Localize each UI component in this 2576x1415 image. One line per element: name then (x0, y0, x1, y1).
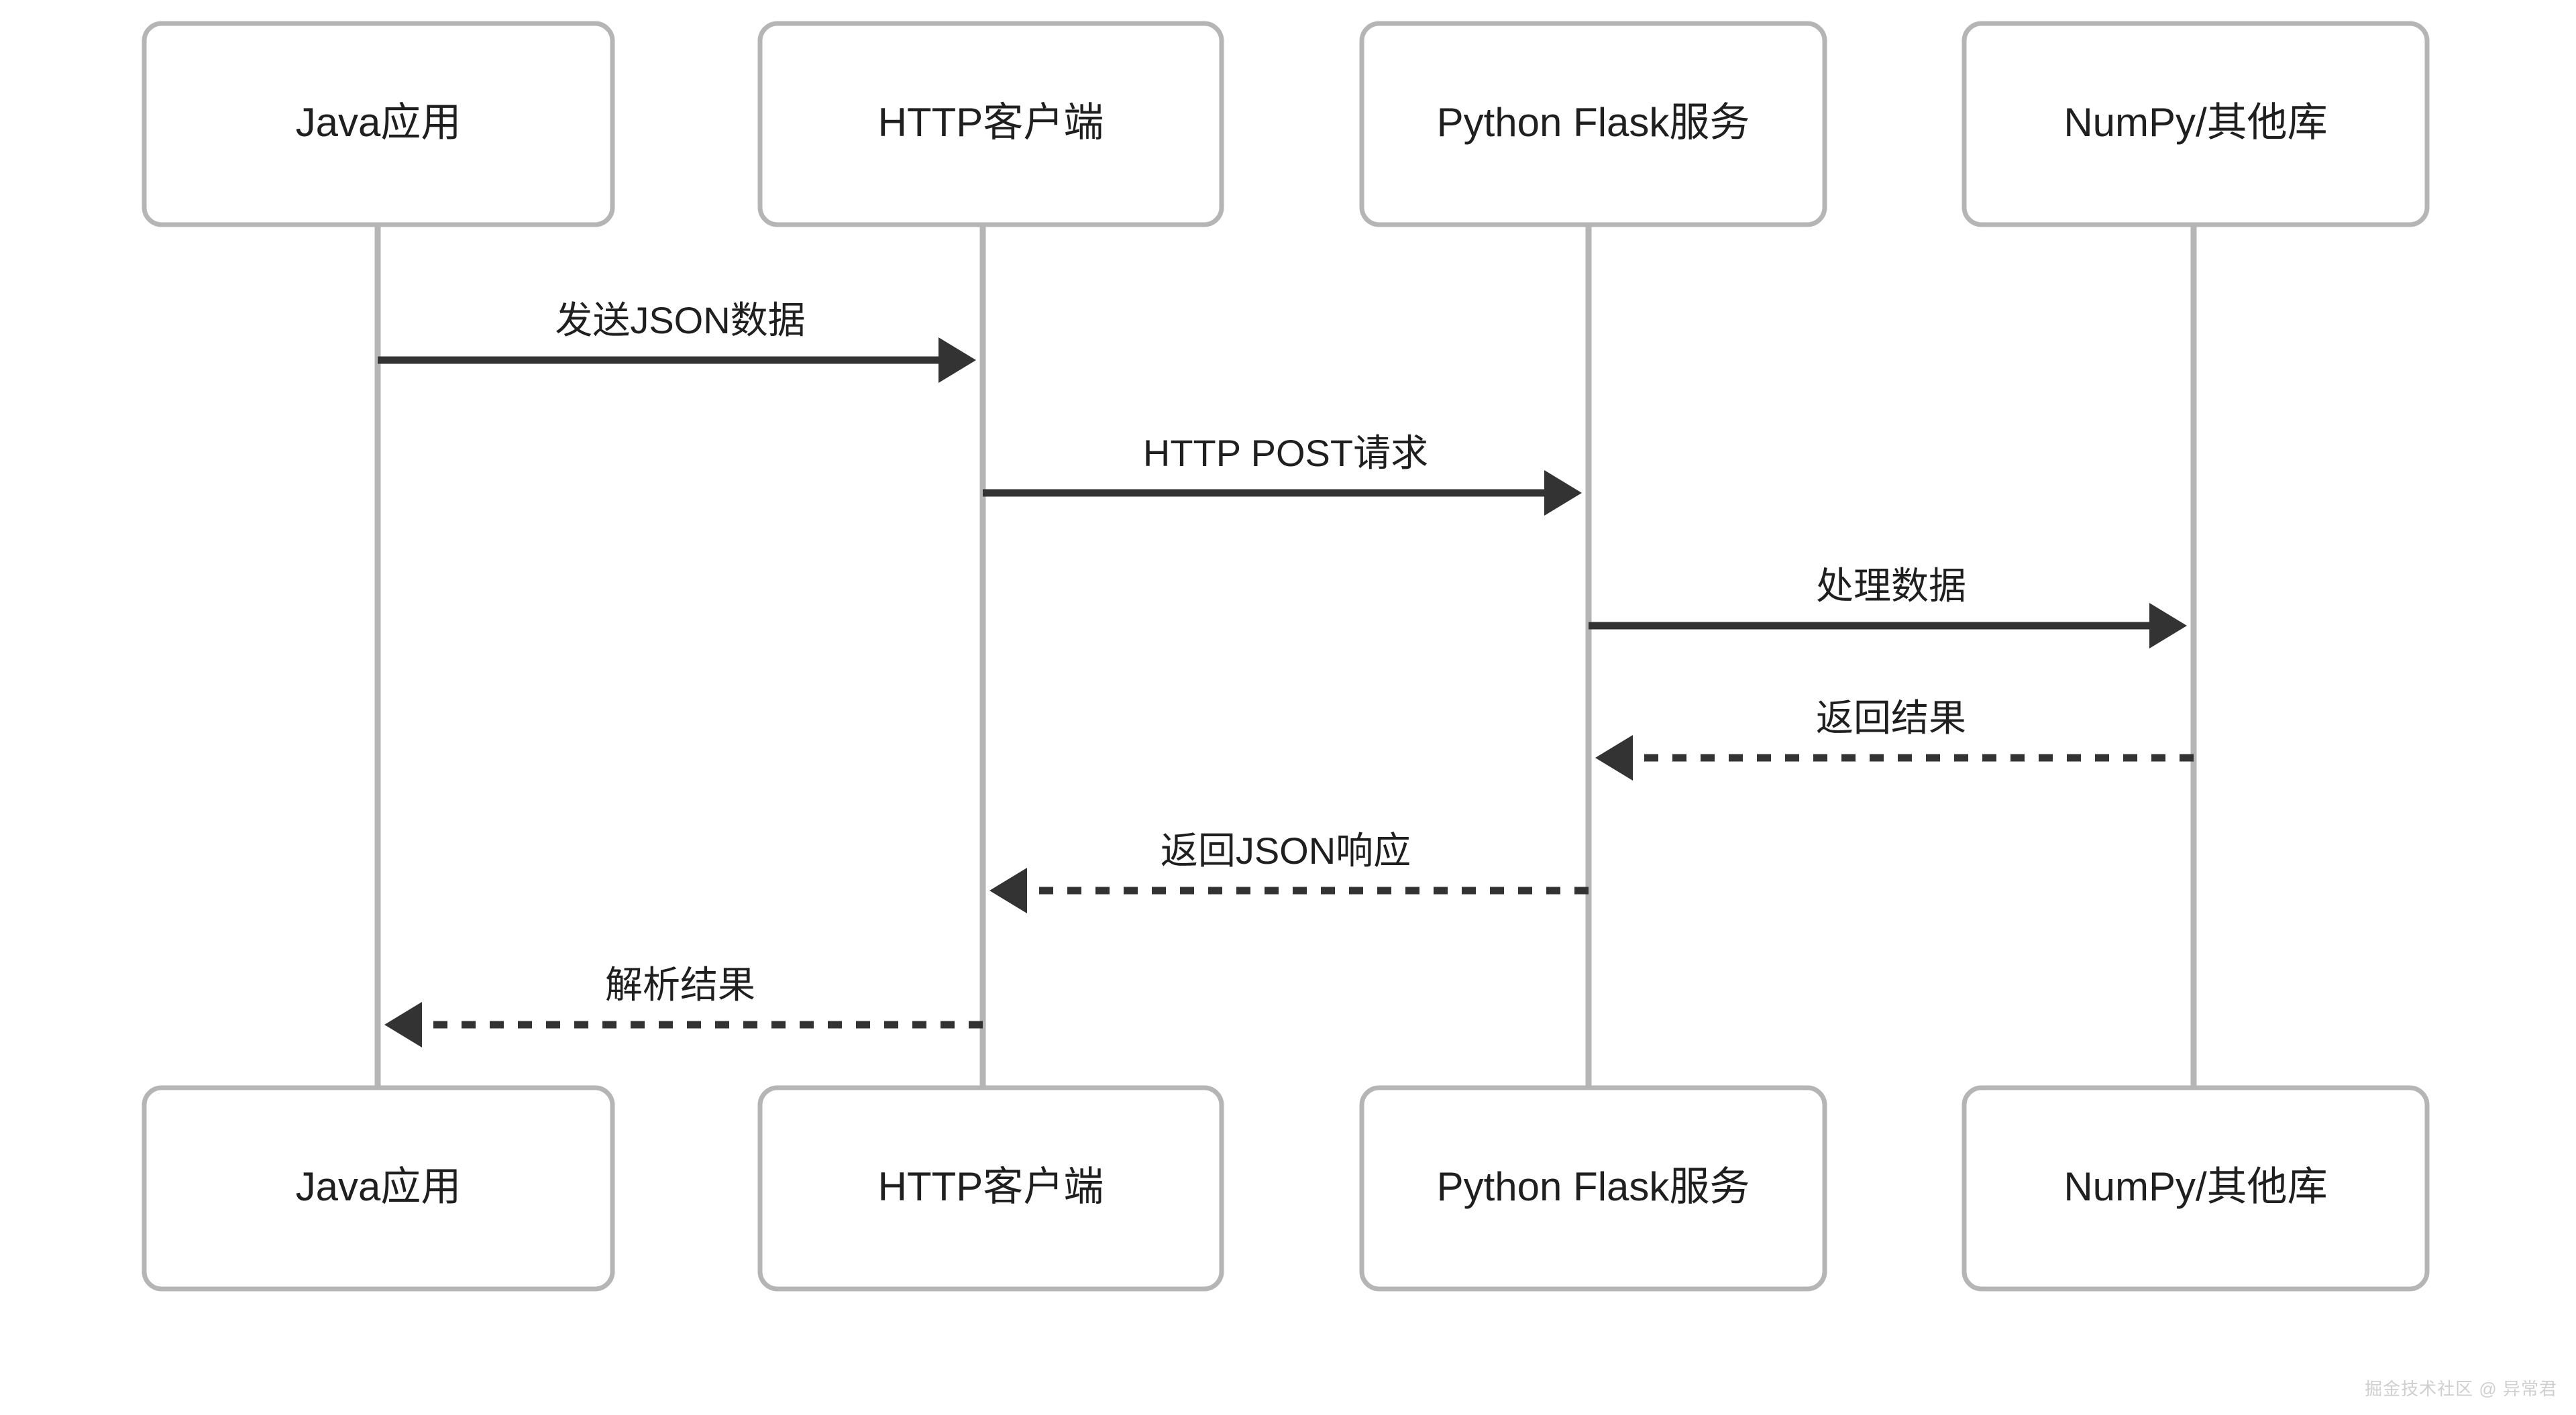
message-arrowhead-6 (384, 1002, 422, 1048)
participant-label-top-http: HTTP客户端 (878, 100, 1104, 145)
message-arrowhead-3 (2149, 603, 2187, 648)
message-label-5: 返回JSON响应 (1161, 830, 1411, 872)
participant-box-bottom-http[interactable]: HTTP客户端 (757, 1085, 1224, 1292)
participant-box-top-flask[interactable]: Python Flask服务 (1359, 21, 1827, 227)
participant-box-top-http[interactable]: HTTP客户端 (757, 21, 1224, 227)
message-arrowhead-2 (1544, 470, 1582, 516)
message-5-返回JSON响应[interactable]: 返回JSON响应 (989, 830, 1589, 913)
participant-box-shape (1359, 21, 1827, 227)
message-2-HTTP POST请求[interactable]: HTTP POST请求 (983, 432, 1582, 516)
participant-box-shape (1962, 21, 2430, 227)
lifelines-group (374, 225, 2197, 1088)
participant-box-bottom-flask[interactable]: Python Flask服务 (1359, 1085, 1827, 1292)
participant-label-top-flask: Python Flask服务 (1437, 100, 1750, 145)
message-1-发送JSON数据[interactable]: 发送JSON数据 (378, 299, 976, 383)
participant-box-shape (1359, 1085, 1827, 1292)
participant-label-top-numpy: NumPy/其他库 (2063, 100, 2327, 145)
participant-box-shape (757, 21, 1224, 227)
participant-box-top-java[interactable]: Java应用 (142, 21, 615, 227)
message-3-处理数据[interactable]: 处理数据 (1589, 565, 2187, 648)
message-label-3: 处理数据 (1816, 565, 1966, 607)
message-6-解析结果[interactable]: 解析结果 (384, 964, 983, 1048)
message-arrowhead-5 (989, 868, 1027, 913)
participant-label-bottom-http: HTTP客户端 (878, 1164, 1104, 1209)
message-arrowhead-4 (1595, 735, 1633, 781)
participant-box-bottom-numpy[interactable]: NumPy/其他库 (1962, 1085, 2430, 1292)
participant-box-shape (142, 1085, 615, 1292)
message-arrowhead-1 (938, 337, 976, 383)
message-label-1: 发送JSON数据 (555, 299, 805, 341)
participant-box-shape (1962, 1085, 2430, 1292)
bottom-participant-boxes: Java应用 HTTP客户端 Python Flask服务 NumPy/其他库 (142, 1085, 2430, 1292)
watermark: 掘金技术社区 @ 异常君 (2365, 1379, 2557, 1399)
participant-label-top-java: Java应用 (296, 100, 462, 145)
participant-box-shape (757, 1085, 1224, 1292)
message-label-2: HTTP POST请求 (1143, 432, 1428, 474)
participant-box-shape (142, 21, 615, 227)
participant-label-bottom-flask: Python Flask服务 (1437, 1164, 1750, 1209)
message-label-6: 解析结果 (605, 964, 755, 1006)
participant-label-bottom-java: Java应用 (296, 1164, 462, 1209)
participant-label-bottom-numpy: NumPy/其他库 (2063, 1164, 2327, 1209)
message-4-返回结果[interactable]: 返回结果 (1595, 697, 2194, 781)
participant-box-top-numpy[interactable]: NumPy/其他库 (1962, 21, 2430, 227)
participant-box-bottom-java[interactable]: Java应用 (142, 1085, 615, 1292)
message-label-4: 返回结果 (1816, 697, 1966, 739)
top-participant-boxes: Java应用 HTTP客户端 Python Flask服务 NumPy/其他库 (142, 21, 2430, 227)
